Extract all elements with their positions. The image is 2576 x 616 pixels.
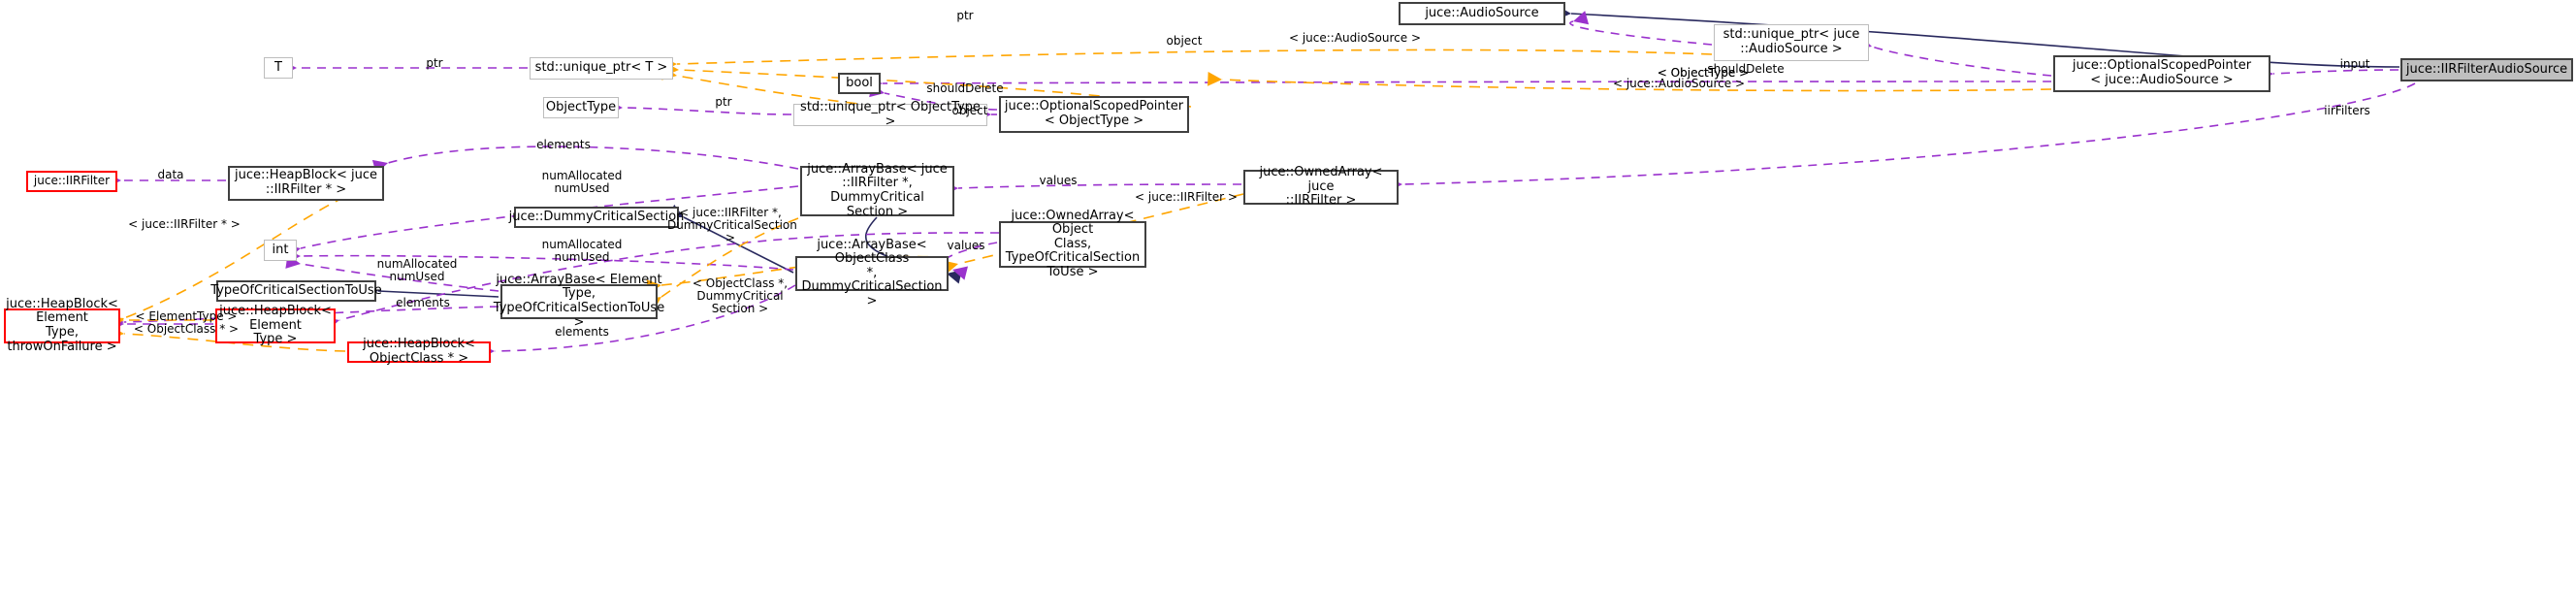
edge-label-l-data: data bbox=[157, 168, 184, 181]
class-node-ownedarray_iirf[interactable]: juce::OwnedArray< juce ::IIRFilter > bbox=[1243, 165, 1399, 208]
edge-tpl-uptr-audiosource bbox=[662, 49, 1713, 72]
edge-label-l-tpl-audiosrc-1: < juce::AudioSource > bbox=[1288, 31, 1422, 45]
class-node-osp_objecttype[interactable]: juce::OptionalScopedPointer < ObjectType… bbox=[999, 96, 1189, 133]
class-node-label: TypeOfCriticalSectionToUse bbox=[210, 282, 382, 298]
edge-inherit-audiosource bbox=[1556, 5, 2400, 68]
class-node-osp_audiosource[interactable]: juce::OptionalScopedPointer < juce::Audi… bbox=[2053, 55, 2270, 92]
class-node-label: juce::IIRFilter bbox=[33, 174, 111, 188]
class-node-label: juce::ArrayBase< Element Type, TypeOfCri… bbox=[493, 272, 665, 330]
class-node-label: juce::OptionalScopedPointer < juce::Audi… bbox=[2072, 58, 2252, 87]
class-node-uptr_audiosource[interactable]: std::unique_ptr< juce ::AudioSource > bbox=[1714, 24, 1869, 61]
edge-label-l-tpl-objtype-2: < ObjectType > bbox=[1657, 66, 1750, 80]
edge-use-ptr-audiosource bbox=[1569, 11, 1713, 46]
class-node-t[interactable]: T bbox=[264, 57, 293, 79]
class-node-label: juce::DummyCriticalSection bbox=[508, 209, 685, 224]
edge-label-l-tpl-iirf: < juce::IIRFilter > bbox=[1135, 190, 1238, 204]
edge-label-l-numalloc-3: numAllocated numUsed bbox=[376, 257, 458, 284]
class-node-label: std::unique_ptr< T > bbox=[534, 60, 668, 76]
class-node-heapblock_oc[interactable]: juce::HeapBlock< ObjectClass * > bbox=[347, 337, 491, 366]
class-node-iirfilter[interactable]: juce::IIRFilter bbox=[26, 171, 117, 192]
class-node-label: juce::OwnedArray< Object Class, TypeOfCr… bbox=[1005, 208, 1141, 279]
class-node-label: juce::HeapBlock< juce ::IIRFilter * > bbox=[235, 168, 377, 197]
edge-label-l-numalloc-1: numAllocated numUsed bbox=[541, 169, 623, 196]
class-node-label: std::unique_ptr< juce ::AudioSource > bbox=[1723, 27, 1860, 56]
class-node-iirfilteraudiosrc[interactable]: juce::IIRFilterAudioSource bbox=[2400, 58, 2573, 81]
class-node-label: juce::AudioSource bbox=[1425, 5, 1539, 20]
edge-label-l-tpl-objclass: < ObjectClass * > bbox=[133, 322, 240, 336]
edge-label-l-tpl-audiosrc-2: < juce::AudioSource > bbox=[1612, 77, 1746, 90]
edge-label-l-tpl-elemtype: < ElementType > bbox=[135, 309, 238, 323]
class-node-uptr_objecttype[interactable]: std::unique_ptr< ObjectType > bbox=[793, 99, 987, 129]
edge-use-shoulddelete-1 bbox=[868, 76, 2052, 91]
edge-label-l-iirfilters: iirFilters bbox=[2324, 104, 2370, 117]
class-node-label: juce::HeapBlock< Element Type, throwOnFa… bbox=[6, 296, 118, 354]
edge-label-l-values-2: values bbox=[947, 239, 985, 252]
class-node-int[interactable]: int bbox=[264, 240, 297, 261]
edge-label-l-tpl-obj-dummy: < ObjectClass *, DummyCritical Section > bbox=[692, 276, 789, 316]
class-node-arraybase_elem[interactable]: juce::ArrayBase< Element Type, TypeOfCri… bbox=[494, 273, 664, 329]
edge-label-l-shoulddelete-1: shouldDelete bbox=[1707, 62, 1785, 76]
class-node-label: juce::IIRFilterAudioSource bbox=[2405, 61, 2568, 77]
class-node-heapblock_et[interactable]: juce::HeapBlock< Element Type > bbox=[215, 304, 336, 346]
class-node-label: int bbox=[272, 242, 289, 257]
class-node-bool[interactable]: bool bbox=[838, 73, 881, 94]
class-node-heapblock_iirf[interactable]: juce::HeapBlock< juce ::IIRFilter * > bbox=[228, 166, 384, 201]
class-node-label: std::unique_ptr< ObjectType > bbox=[800, 99, 981, 129]
class-node-arraybase_obj[interactable]: juce::ArrayBase< ObjectClass *, DummyCri… bbox=[795, 238, 949, 308]
edge-use-iirfilters bbox=[1388, 82, 2416, 192]
edge-label-l-elements-top: elements bbox=[536, 138, 591, 151]
edge-label-l-object-top: object bbox=[1166, 34, 1203, 48]
class-node-dummycrit[interactable]: juce::DummyCriticalSection bbox=[509, 207, 684, 228]
class-node-heapblock_et_tof[interactable]: juce::HeapBlock< Element Type, throwOnFa… bbox=[4, 297, 120, 353]
edge-label-l-ptr-top: ptr bbox=[956, 9, 974, 22]
class-node-label: juce::HeapBlock< Element Type > bbox=[219, 304, 332, 347]
class-node-audiosource[interactable]: juce::AudioSource bbox=[1399, 2, 1565, 25]
class-node-label: ObjectType bbox=[545, 99, 617, 114]
edge-label-l-elements-bot: elements bbox=[555, 325, 609, 339]
edge-label-l-input: input bbox=[2339, 57, 2370, 71]
edge-label-l-elements-mid: elements bbox=[396, 296, 450, 309]
class-node-label: juce::OptionalScopedPointer < ObjectType… bbox=[1004, 99, 1184, 128]
edge-use-values-1 bbox=[944, 181, 1242, 196]
class-node-ownedarray_obj[interactable]: juce::OwnedArray< Object Class, TypeOfCr… bbox=[999, 209, 1146, 279]
edge-label-l-shoulddelete-2: shouldDelete bbox=[926, 81, 1004, 95]
class-node-typeofcrit[interactable]: TypeOfCriticalSectionToUse bbox=[210, 280, 382, 302]
class-node-objecttype[interactable]: ObjectType bbox=[543, 97, 619, 118]
class-node-label: bool bbox=[846, 75, 873, 90]
edge-use-object-uptr bbox=[1855, 35, 2052, 77]
edge-label-l-iirf-dummy: < juce::IIRFilter *, DummyCriticalSectio… bbox=[667, 206, 797, 245]
edge-label-l-tpl-iirf-ptr: < juce::IIRFilter * > bbox=[128, 217, 241, 231]
class-node-arraybase_iirf[interactable]: juce::ArrayBase< juce ::IIRFilter *, Dum… bbox=[800, 161, 954, 219]
class-node-label: juce::ArrayBase< juce ::IIRFilter *, Dum… bbox=[807, 161, 948, 219]
edge-label-l-values-1: values bbox=[1039, 174, 1078, 187]
edge-label-l-tpl-objecttype: < ObjectType > bbox=[1657, 66, 1750, 80]
edge-label-l-ptr-objtype: ptr bbox=[715, 95, 732, 109]
class-node-label: juce::ArrayBase< ObjectClass *, DummyCri… bbox=[801, 237, 943, 308]
edge-label-l-ptr-t: ptr bbox=[426, 56, 443, 70]
class-node-label: T bbox=[274, 59, 282, 75]
edge-label-l-numalloc-2: numAllocated numUsed bbox=[541, 238, 623, 265]
edge-label-l-object-objtype: object bbox=[951, 104, 988, 117]
class-node-label: juce::OwnedArray< juce ::IIRFilter > bbox=[1259, 165, 1383, 209]
class-node-uptr_t[interactable]: std::unique_ptr< T > bbox=[530, 57, 673, 80]
class-node-label: juce::HeapBlock< ObjectClass * > bbox=[363, 337, 475, 366]
